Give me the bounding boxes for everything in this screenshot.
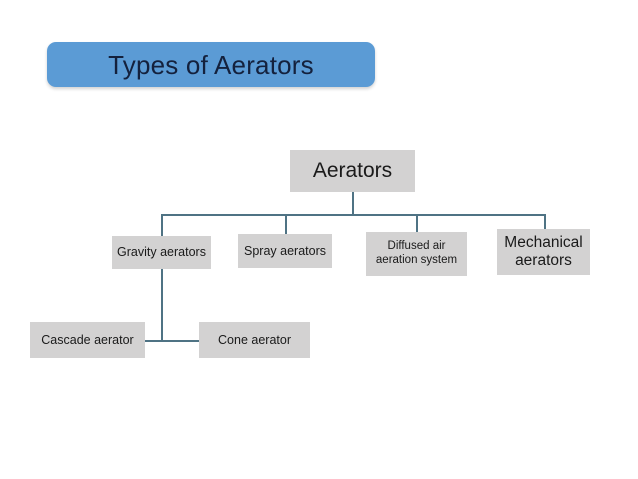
org-node-mechanical-aerators-label: Mechanical aerators (504, 233, 583, 269)
org-node-cone-aerator-label: Cone aerator (218, 332, 291, 347)
org-node-spray-aerators: Spray aerators (238, 234, 332, 268)
connector-level3-bar (145, 340, 199, 342)
org-node-root: Aerators (290, 150, 415, 192)
slide-title-banner: Types of Aerators (47, 42, 375, 87)
connector-drop-diffused-air (416, 214, 418, 232)
connector-drop-mechanical-aerators (544, 214, 546, 229)
connector-gravity-stem (161, 269, 163, 341)
org-node-cascade-aerator-label: Cascade aerator (41, 332, 134, 347)
org-node-gravity-aerators-label: Gravity aerators (117, 245, 206, 260)
slide-title-text: Types of Aerators (108, 49, 314, 80)
connector-level2-bar (161, 214, 545, 216)
org-node-cascade-aerator: Cascade aerator (30, 322, 145, 358)
org-node-root-label: Aerators (312, 158, 393, 182)
org-node-cone-aerator: Cone aerator (199, 322, 310, 358)
org-node-mechanical-aerators: Mechanical aerators (497, 229, 590, 275)
connector-drop-gravity-aerators (161, 214, 163, 236)
org-node-spray-aerators-label: Spray aerators (244, 243, 326, 258)
connector-root-stem (352, 192, 354, 215)
org-node-diffused-air-aeration-system-label: Diffused air aeration system (375, 240, 458, 266)
org-node-gravity-aerators: Gravity aerators (112, 236, 211, 269)
org-node-diffused-air-aeration-system: Diffused air aeration system (366, 232, 467, 276)
connector-drop-spray-aerators (285, 214, 287, 234)
